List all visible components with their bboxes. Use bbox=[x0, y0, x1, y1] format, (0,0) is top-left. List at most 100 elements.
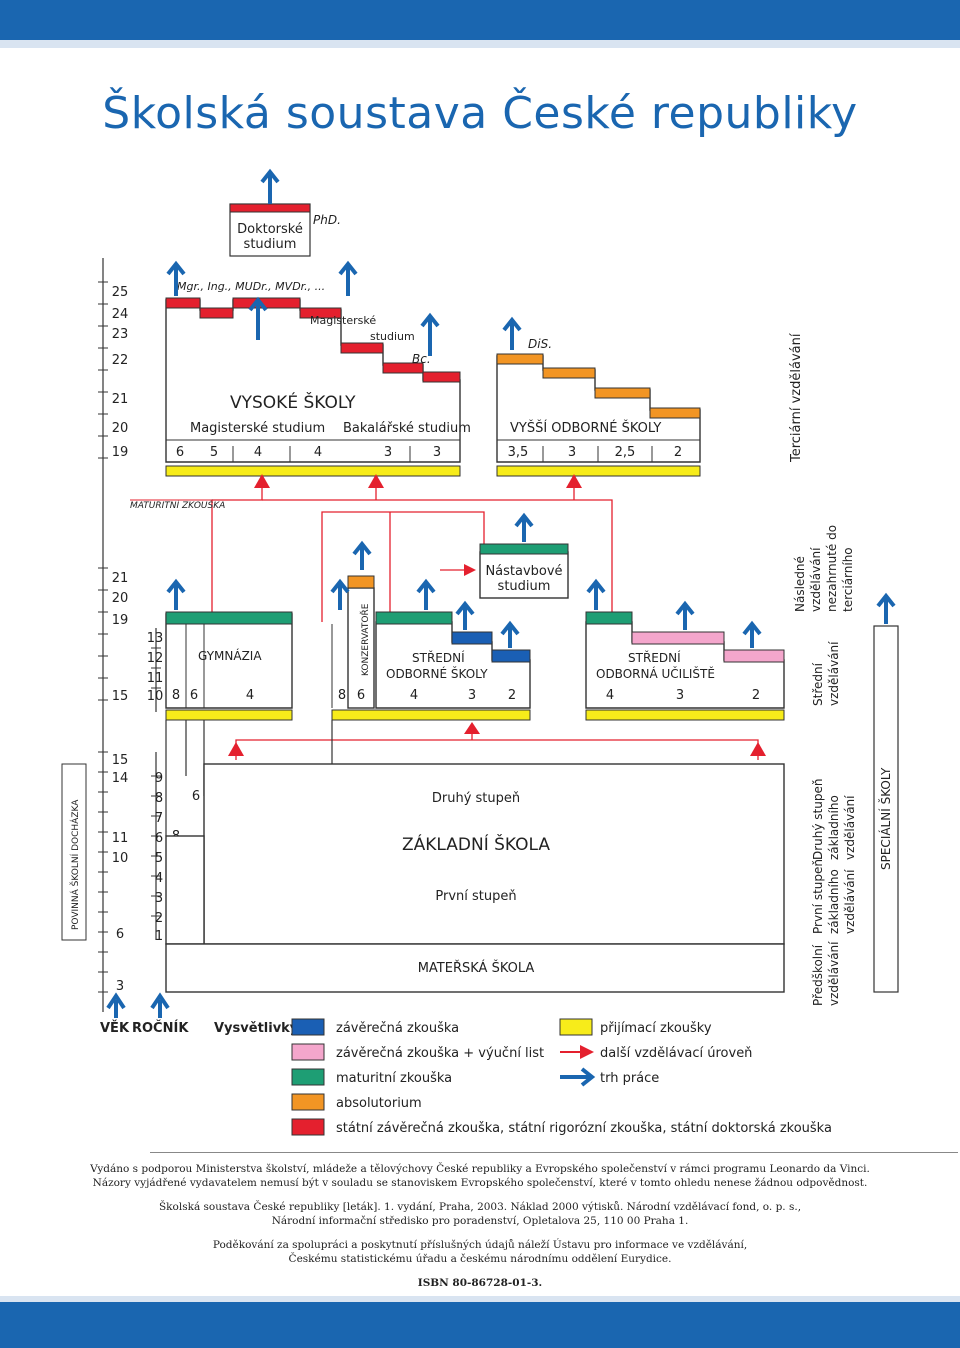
legend-labour-market: trh práce bbox=[600, 1071, 659, 1086]
povinna-dochazka-label: POVINNÁ ŠKOLNÍ DOCHÁZKA bbox=[69, 799, 81, 930]
nastavbove-box bbox=[479, 551, 569, 599]
legend-final-exam: závěrečná zkouška bbox=[336, 1021, 459, 1036]
sos-duration-3: 3 bbox=[468, 688, 476, 703]
legend-red-arrow-icon bbox=[560, 1045, 594, 1059]
footer-line-1: Vydáno s podporou Ministerstva školství,… bbox=[90, 1163, 870, 1175]
nastavbove-label-1: Nástavbové bbox=[485, 564, 562, 579]
univ-duration-4a: 4 bbox=[254, 445, 262, 460]
mgr-degrees-label: Mgr., Ing., MUDr., MVDr., ... bbox=[177, 280, 325, 293]
admission-bar-sou bbox=[585, 709, 785, 721]
admission-bar-univ bbox=[165, 465, 461, 477]
legend-vyucni: závěrečná zkouška + výuční list bbox=[336, 1046, 544, 1061]
side-prvni-1: První stupeň bbox=[811, 859, 825, 934]
next-level-arrowheads-secondary bbox=[228, 722, 766, 756]
legend-swatch-final-exam bbox=[291, 1018, 325, 1036]
zakladni-skola-left-edge bbox=[165, 835, 205, 945]
nastavbove-maturita-bar bbox=[479, 543, 569, 555]
labour-market-arrows-secondary bbox=[166, 512, 896, 648]
legend-next-level: další vzdělávací úroveň bbox=[600, 1046, 752, 1061]
univ-duration-3a: 3 bbox=[384, 445, 392, 460]
side-label-secondary-2: vzdělávání bbox=[827, 641, 841, 706]
magisterske-studium-label: Magisterské studium bbox=[190, 421, 325, 436]
grade-11: 11 bbox=[147, 671, 164, 686]
kons-duration-6: 6 bbox=[357, 688, 365, 703]
side-predskolni-2: vzdělávání bbox=[827, 941, 841, 1006]
side-druhy-3: vzdělávání bbox=[843, 795, 857, 860]
hv-duration-3: 3 bbox=[568, 445, 576, 460]
sos-final-exam-bar-1 bbox=[451, 631, 493, 645]
druhy-stupen-label: Druhý stupeň bbox=[432, 791, 520, 806]
sou-vyucni-bar-1 bbox=[631, 631, 725, 645]
vysoke-skoly-label: VYSOKÉ ŠKOLY bbox=[230, 391, 356, 413]
age-19: 19 bbox=[112, 445, 129, 460]
univ-red-bar-5 bbox=[340, 342, 384, 354]
legend-swatch-admission bbox=[559, 1018, 593, 1036]
univ-red-bar-1 bbox=[165, 297, 201, 309]
sou-maturita-bar bbox=[585, 611, 633, 625]
grade-4: 4 bbox=[155, 871, 163, 886]
hv-orange-bar-1 bbox=[496, 353, 544, 365]
side-label-followup-3: nezahrnuté do bbox=[825, 525, 839, 612]
grade-10: 10 bbox=[147, 689, 164, 704]
bakalarske-studium-label: Bakalářské studium bbox=[343, 421, 471, 436]
vyssi-odborne-label: VYŠŠÍ ODBORNÉ ŠKOLY bbox=[510, 420, 661, 436]
age-24: 24 bbox=[112, 307, 129, 322]
gym-duration-6: 6 bbox=[190, 688, 198, 703]
age-axis-ticks bbox=[98, 281, 161, 993]
univ-duration-5: 5 bbox=[210, 445, 218, 460]
side-label-followup-4: terciárního bbox=[841, 547, 855, 612]
labour-market-arrows-tertiary bbox=[166, 168, 522, 356]
header-band bbox=[0, 0, 960, 60]
isbn: ISBN 80-86728-01-3. bbox=[417, 1277, 543, 1289]
univ-red-bar-3 bbox=[232, 297, 301, 309]
univ-red-bar-4 bbox=[299, 307, 342, 319]
age-22: 22 bbox=[112, 353, 129, 368]
footer-line-6: Českému statistickému úřadu a českému ná… bbox=[288, 1253, 672, 1265]
studium-upper-label: studium bbox=[370, 330, 415, 343]
age-23: 23 bbox=[112, 327, 129, 342]
univ-duration-3b: 3 bbox=[433, 445, 441, 460]
bc-label: Bc. bbox=[412, 352, 431, 366]
rocnik-label: ROČNÍK bbox=[132, 1020, 189, 1036]
doctoral-label-2: studium bbox=[244, 237, 297, 252]
red-connector-lines-basic bbox=[235, 730, 759, 760]
konzervatore-label: KONZERVATOŘE bbox=[360, 603, 371, 676]
footer-line-3: Školská soustava České republiky [leták]… bbox=[158, 1201, 802, 1213]
side-druhy-2: základního bbox=[827, 795, 841, 860]
side-prvni-2: základního bbox=[827, 869, 841, 934]
legend-swatch-vyucni bbox=[291, 1043, 325, 1061]
hv-orange-bar-3 bbox=[594, 387, 651, 399]
legend-swatch-state-exam bbox=[291, 1118, 325, 1136]
side-prvni-3: vzdělávání bbox=[843, 869, 857, 934]
grade-13: 13 bbox=[147, 631, 164, 646]
zakladni-skola-label: ZÁKLADNÍ ŠKOLA bbox=[402, 833, 550, 855]
legend-absolutorium: absolutorium bbox=[336, 1096, 422, 1111]
age-25: 25 bbox=[112, 285, 129, 300]
phd-label: PhD. bbox=[313, 213, 341, 227]
nastavbove-entry-arrowhead bbox=[464, 564, 476, 576]
admission-bar-sos bbox=[331, 709, 531, 721]
grade-7: 7 bbox=[155, 811, 163, 826]
sou-duration-4: 4 bbox=[606, 688, 614, 703]
age-21: 21 bbox=[112, 392, 129, 407]
side-label-secondary-1: Střední bbox=[811, 662, 825, 706]
grade-8: 8 bbox=[155, 791, 163, 806]
age-20b: 20 bbox=[112, 591, 129, 606]
side-predskolni-1: Předškolní bbox=[811, 944, 825, 1006]
sos-maturita-bar bbox=[375, 611, 453, 625]
page-title: Školská soustava České republiky bbox=[102, 88, 858, 139]
footer-line-4: Národní informační středisko pro poraden… bbox=[271, 1215, 689, 1227]
prvni-stupen-label: První stupeň bbox=[435, 889, 516, 904]
admission-bar-hv bbox=[496, 465, 701, 477]
legend-title: Vysvětlivky: bbox=[214, 1021, 303, 1036]
axis-arrows bbox=[106, 992, 170, 1018]
age-15b: 15 bbox=[112, 689, 129, 704]
age-14c: 14 bbox=[112, 771, 129, 786]
footer-divider bbox=[150, 1152, 958, 1153]
age-axis bbox=[102, 258, 157, 1012]
univ-red-bar-7 bbox=[422, 371, 461, 383]
sou-label-2: ODBORNÁ UČILIŠTĚ bbox=[596, 666, 715, 681]
gymnazia-maturita-bar bbox=[165, 611, 293, 625]
specialni-skoly-box bbox=[873, 625, 899, 993]
